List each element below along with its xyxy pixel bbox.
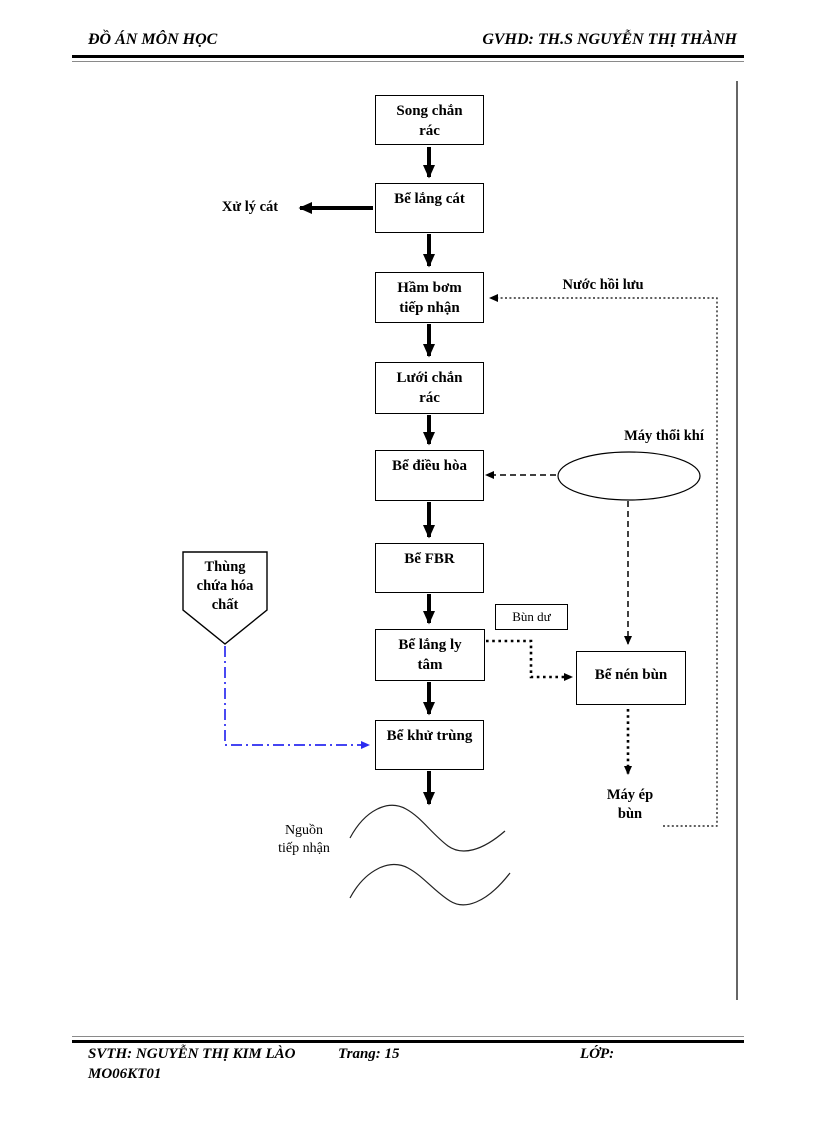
footer-student-name: SVTH: NGUYỄN THỊ KIM LÀO	[88, 1046, 296, 1062]
label-nguon-tiep-nhan: Nguồn tiếp nhận	[278, 823, 330, 857]
box-be-khu-trung: Bể khử trùng	[375, 720, 484, 770]
footer-student-id: MO06KT01	[88, 1066, 162, 1082]
wave-line-upper	[349, 804, 506, 852]
box-luoi-chan-rac: Lưới chắn rác	[375, 362, 484, 414]
box-ham-bom-tiep-nhan: Hầm bơm tiếp nhận	[375, 272, 484, 323]
label-nuoc-hoi-luu: Nước hồi lưu	[562, 277, 644, 293]
dashdot-arrow-thung-hoa-chat-to-be-khu-trung	[224, 646, 370, 749]
label-may-thoi-khi: Máy thổi khí	[624, 428, 704, 444]
label-may-ep-bun: Máy ép bùn	[606, 787, 654, 822]
box-song-chan-rac: Song chắn rác	[375, 95, 484, 145]
box-be-lang-ly-tam: Bể lắng ly tâm	[375, 629, 485, 681]
footer-page-number: Trang: 15	[338, 1046, 400, 1062]
dotted-line-nuoc-hoi-luu-recycle	[489, 294, 718, 827]
footer-rule	[72, 1036, 744, 1043]
wave-line-lower	[349, 863, 511, 906]
box-be-nen-bun: Bể nén bùn	[576, 651, 686, 705]
dotted-arrow-bun-du-to-be-nen-bun	[486, 639, 573, 681]
box-be-lang-cat: Bể lắng cát	[375, 183, 484, 233]
header-course-title: ĐỒ ÁN MÔN HỌC	[88, 31, 218, 48]
label-thung-chua-hoa-chat: Thùng chứa hóa chất	[196, 559, 254, 613]
may-thoi-khi-ellipse	[557, 451, 701, 501]
header-rule	[72, 55, 744, 62]
header-advisor: GVHD: TH.S NGUYỄN THỊ THÀNH	[482, 31, 737, 48]
box-be-dieu-hoa: Bể điều hòa	[375, 450, 484, 501]
box-bun-du: Bùn dư	[495, 604, 568, 630]
box-be-fbr: Bể FBR	[375, 543, 484, 593]
footer-class-label: LỚP:	[580, 1046, 615, 1062]
label-xu-ly-cat: Xử lý cát	[221, 199, 279, 215]
